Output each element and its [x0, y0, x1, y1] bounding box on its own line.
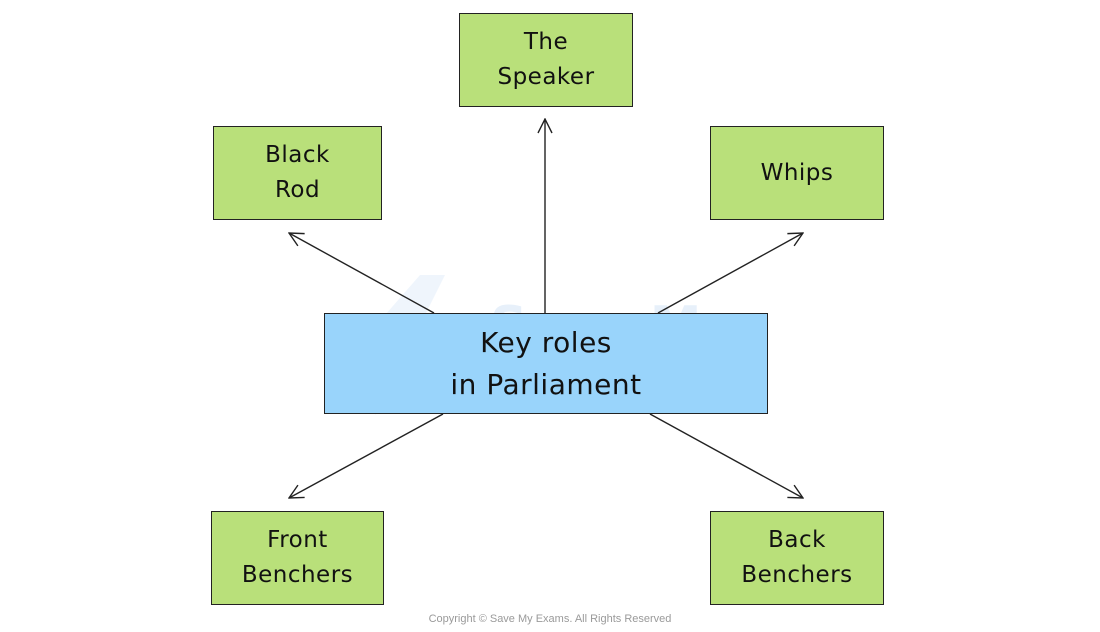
arrow-to-back-benchers [649, 413, 803, 498]
node-back-benchers: Back Benchers [710, 511, 884, 605]
copyright-notice: Copyright © Save My Exams. All Rights Re… [428, 613, 672, 625]
node-black-rod: Black Rod [213, 126, 382, 220]
node-label-line: Black [265, 142, 330, 168]
node-label-line: Benchers [741, 562, 853, 588]
node-label-line: Back [768, 527, 826, 553]
node-label-line: Whips [760, 159, 834, 186]
arrow-to-front-benchers [289, 413, 444, 498]
node-label-line: Speaker [497, 64, 595, 90]
node-front-benchers: Front Benchers [211, 511, 384, 605]
arrow-to-whips [657, 233, 803, 314]
node-whips: Whips [710, 126, 884, 220]
arrow-to-black-rod [289, 233, 435, 314]
node-label-line: Front [267, 527, 328, 553]
node-label-line: The [523, 29, 569, 55]
node-key-roles-in-parliament: Key roles in Parliament [324, 313, 768, 414]
center-label-line: Key roles [480, 325, 612, 359]
node-label-line: Rod [274, 177, 321, 203]
node-the-speaker: The Speaker [459, 13, 633, 107]
center-label-line: in Parliament [450, 367, 642, 401]
node-label-line: Benchers [241, 562, 354, 588]
